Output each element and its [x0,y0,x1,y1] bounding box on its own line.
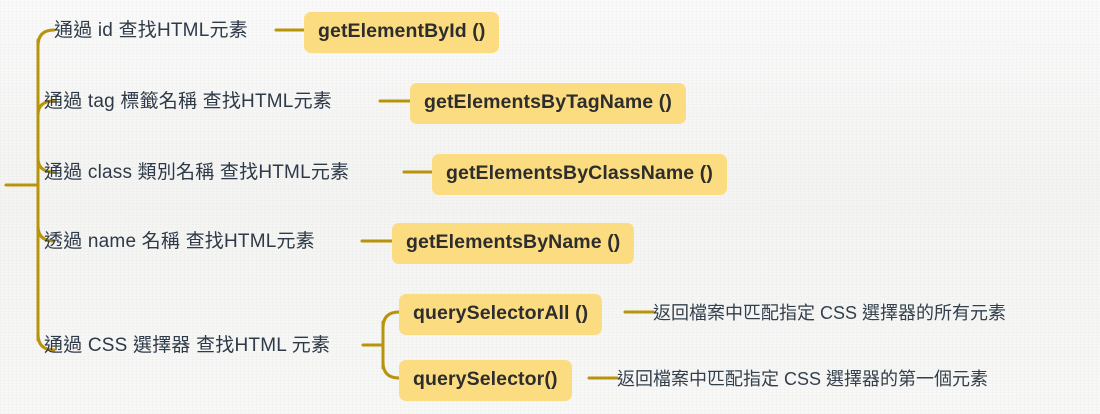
branch-label-by-name[interactable]: 透過 name 名稱 查找HTML元素 [44,231,315,252]
description-query-selector: 返回檔案中匹配指定 CSS 選擇器的第一個元素 [617,369,989,389]
branch-label-by-id[interactable]: 通過 id 查找HTML元素 [54,20,248,41]
method-pill-query-selector[interactable]: querySelector() [399,360,572,401]
method-pill-get-elements-by-tag-name[interactable]: getElementsByTagName () [410,83,686,124]
branch-label-by-tag-name[interactable]: 通過 tag 標籤名稱 查找HTML元素 [44,91,332,112]
method-pill-query-selector-all[interactable]: querySelectorAll () [399,294,603,335]
branch-label-by-class-name[interactable]: 通過 class 類別名稱 查找HTML元素 [44,162,350,183]
spine-top-cap [36,28,56,48]
method-pill-get-element-by-id[interactable]: getElementById () [304,12,500,53]
description-query-selector-all: 返回檔案中匹配指定 CSS 選擇器的所有元素 [653,303,1007,323]
method-pill-get-elements-by-name[interactable]: getElementsByName () [392,223,635,264]
sub-brace-bottom-cap [381,360,401,380]
branch-label-by-css-selector[interactable]: 通過 CSS 選擇器 查找HTML 元素 [44,335,331,356]
sub-brace-top-cap [381,310,401,330]
method-pill-get-elements-by-class-name[interactable]: getElementsByClassName () [432,154,727,195]
